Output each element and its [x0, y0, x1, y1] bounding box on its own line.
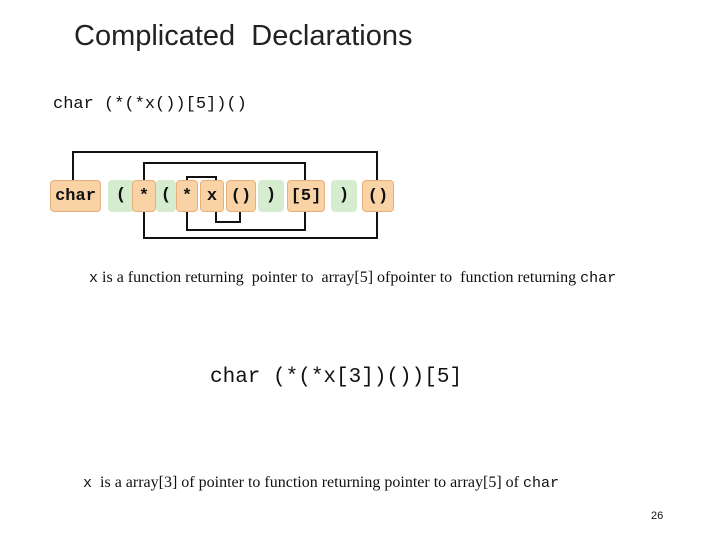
description-2-var: x: [83, 475, 93, 492]
token-close-paren-1: ): [258, 180, 284, 212]
description-type: char: [580, 270, 617, 287]
token-pointer-2: *: [176, 180, 198, 212]
declaration-example-2: char (*(*x[3])())[5]: [210, 366, 463, 389]
declaration-example-1: char (*(*x())[5])(): [53, 95, 247, 114]
token-pointer-1: *: [132, 180, 156, 212]
description-var: x: [89, 270, 99, 287]
connector-outer-bottom: [143, 212, 378, 239]
description-text: function returning pointer to array[5] o…: [127, 269, 577, 286]
description-example-2: x is a array[3] of pointer to function r…: [83, 474, 559, 492]
token-open-paren-2: (: [156, 180, 176, 212]
connector-outer-top: [72, 151, 378, 183]
token-function-call-outer: (): [362, 180, 394, 212]
description-example-1: x is a function returning pointer to arr…: [89, 269, 616, 287]
description-is-a: is a: [102, 269, 124, 286]
connector-inner-top: [143, 162, 306, 183]
page-number: 26: [651, 510, 664, 522]
token-function-call: (): [226, 180, 256, 212]
connector-inner-bottom: [186, 212, 306, 231]
token-open-paren-1: (: [108, 180, 134, 212]
token-identifier-x: x: [200, 180, 224, 212]
slide-title: Complicated Declarations: [74, 20, 413, 52]
description-2-type: char: [522, 475, 559, 492]
description-2-text: is a array[3] of pointer to function ret…: [100, 474, 519, 491]
token-char: char: [50, 180, 101, 212]
token-array-5: [5]: [287, 180, 325, 212]
token-close-paren-2: ): [331, 180, 357, 212]
